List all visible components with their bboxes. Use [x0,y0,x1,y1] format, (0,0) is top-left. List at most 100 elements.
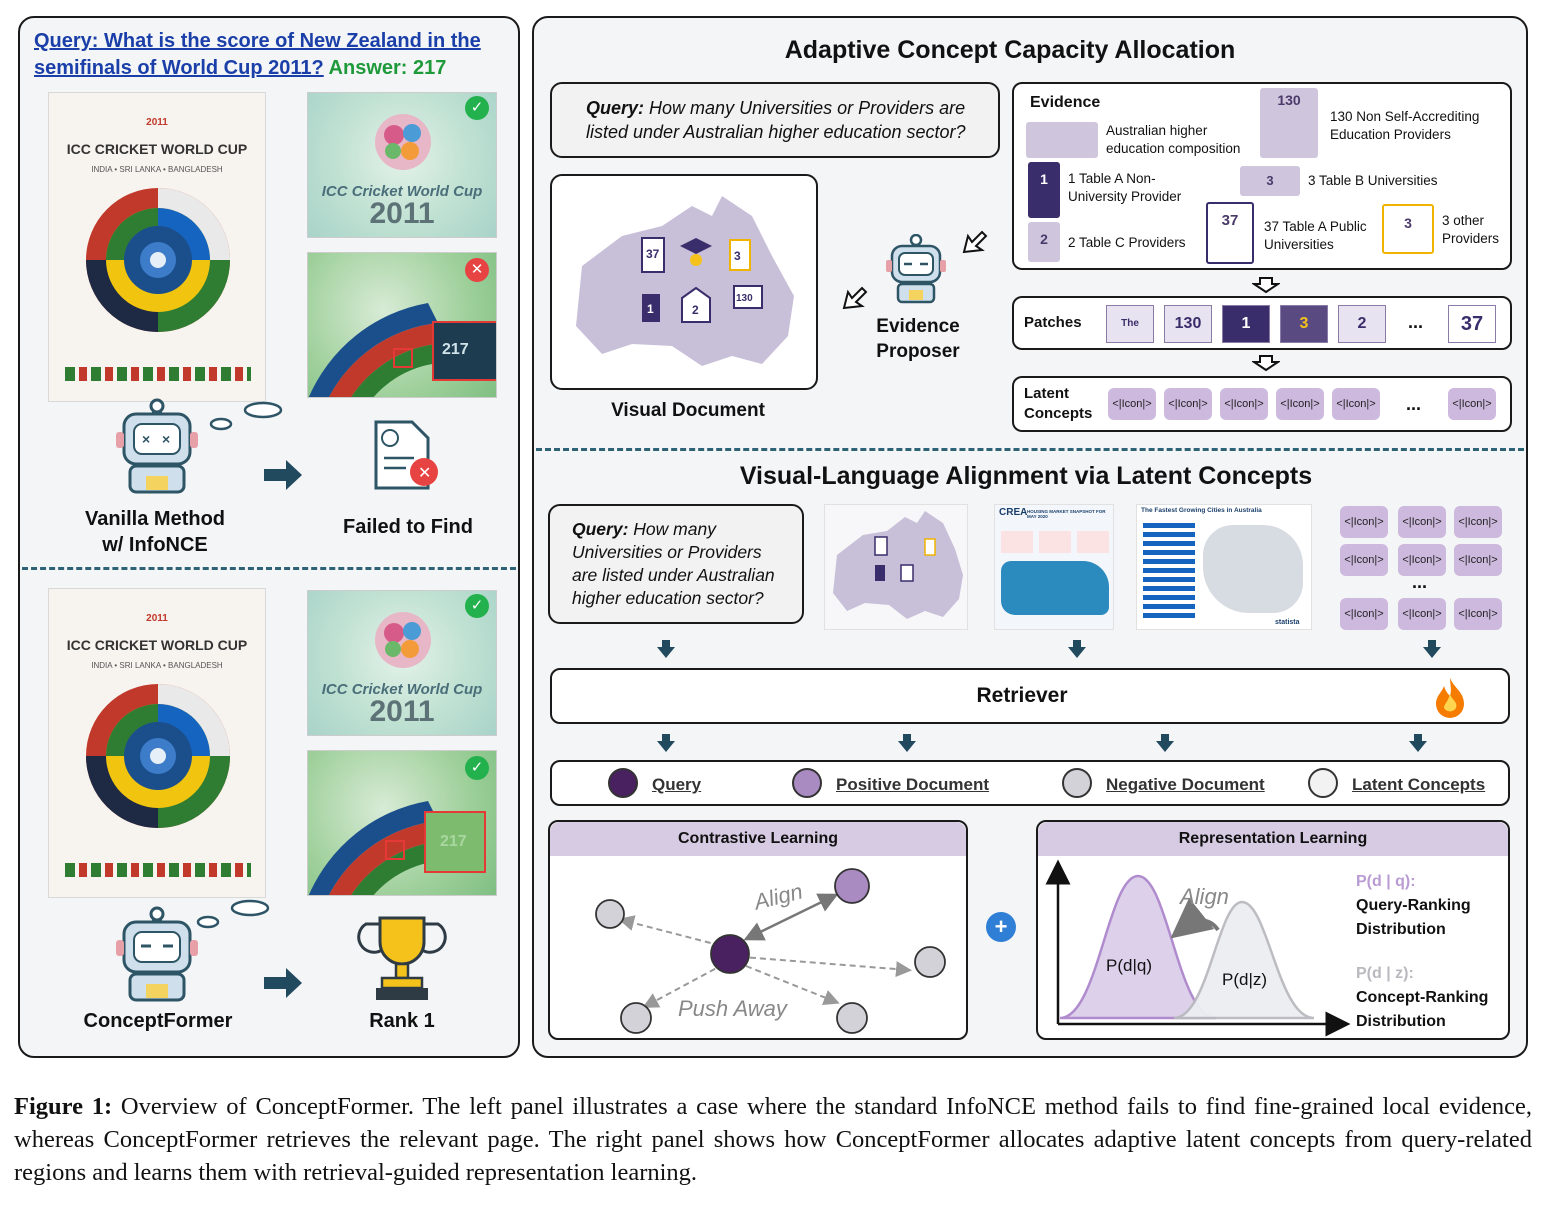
arrow-stem-7 [1414,734,1422,742]
arrow-down-icon-4 [657,741,675,752]
poster-bottom: 2011 ICC CRICKET WORLD CUP INDIA • SRI L… [48,588,266,898]
svg-text:37: 37 [646,247,660,261]
poster-wheel-2 [86,684,230,828]
statista-map [1203,525,1303,613]
pdq-legend-line1: Query-Ranking [1356,897,1471,914]
pdz-legend-line1: Concept-Ranking [1356,989,1489,1006]
figure-caption-text: Overview of ConceptFormer. The left pane… [14,1093,1532,1186]
crop-logo-title-2: ICC Cricket World Cup [321,681,483,698]
crop-logo-top: ICC Cricket World Cup 2011 [307,92,497,238]
arrow-down-icon-3 [1423,647,1441,658]
statista-brand: statista [1275,619,1300,626]
grid-token-4: <|Icon|> [1340,544,1388,576]
crop-zoom-top: 217 [307,252,497,398]
pdz-legend: P(d | z): Concept-Ranking Distribution [1356,962,1488,1034]
cross-icon: ✕ [465,258,489,282]
push-away-label: Push Away [678,996,787,1021]
crea-map [1001,561,1109,615]
grid-token-8: <|Icon|> [1398,598,1446,630]
pdq-legend-head: P(d | q): [1356,873,1416,890]
cricket-logo-icon-2 [375,612,431,668]
evidence-item-3: 1 Table A Non-University Provider [1068,171,1182,204]
cricket-logo-icon [375,114,431,170]
evidence-proposer-line2: Proposer [876,341,960,362]
rep-align-label: Align [1180,884,1229,909]
left-query-text: Query: What is the score of New Zealand … [34,30,481,79]
contrastive-box: Contrastive Learning Align Push Away [548,820,968,1040]
representation-title: Representation Learning [1038,822,1508,856]
doc-thumb-positive [824,504,968,630]
right-divider [536,448,1524,451]
vanilla-label-line1: Vanilla Method [84,508,226,530]
left-answer: Answer: 217 [328,57,447,79]
arrow-right-icon-2 [264,968,302,998]
bottom-query-box: Query: How many Universities or Provider… [548,504,804,624]
statista-title: The Fastest Growing Cities in Australia [1141,507,1262,514]
thought-bubble-icon-2 [196,899,270,929]
crea-stat-row [1001,531,1109,553]
arrow-stem-3 [1428,640,1436,648]
retriever-label: Retriever [976,684,1068,707]
svg-text:1: 1 [647,302,654,316]
patch-1: The Austr [1106,305,1154,343]
svg-text:3: 3 [734,249,741,263]
grid-token-9: <|Icon|> [1454,598,1502,630]
retriever-box: Retriever [550,668,1510,724]
legend-query-label: Query [652,775,702,794]
crea-brand: CREA [999,507,1028,518]
top-query-text: How many Universities or Providers are l… [586,98,966,142]
evidence-proposer-label: Evidence Proposer [856,314,980,364]
flame-icon [1436,678,1464,718]
evidence-item-2: 130 Non Self-Accrediting Education Provi… [1330,109,1480,142]
legend-latent-label: Latent Concepts [1352,775,1486,794]
crop-logo-bottom: ICC Cricket World Cup 2011 [307,590,497,736]
grid-token-2: <|Icon|> [1398,506,1446,538]
poster-title: ICC CRICKET WORLD CUP [66,141,248,157]
pdq-legend: P(d | q): Query-Ranking Distribution [1356,870,1471,942]
document-failed-icon: ✕ [374,420,438,490]
patch-3: 1 [1222,305,1270,343]
outline-arrow-icon [842,286,868,310]
evidence-item-5: 2 Table C Providers [1068,235,1186,250]
check-icon: ✓ [465,96,489,120]
vanilla-label-line2: w/ InfoNCE [102,534,208,556]
poster-title-2: ICC CRICKET WORLD CUP [66,637,248,653]
patch-4: 3 [1280,305,1328,343]
thumb-australia-map [833,511,963,619]
latent-label-line1: Latent [1024,385,1069,402]
patch-5: 2 [1338,305,1386,343]
crea-title: HOUSING MARKET SNAPSHOT FOR MAY 2020 [1027,509,1106,519]
svg-text:2: 2 [692,303,699,317]
legend-latent-dot [1308,768,1338,798]
grid-token-6: <|Icon|> [1454,544,1502,576]
vanilla-label: Vanilla Method w/ InfoNCE [60,506,250,558]
latent-label: Latent Concepts [1024,384,1092,424]
evidence-chip-37: 37 [1206,202,1254,264]
legend-negative-dot [1062,768,1092,798]
trophy-icon [357,916,447,1000]
plus-icon: + [986,912,1016,942]
arrow-down-icon-2 [1068,647,1086,658]
svg-text:✕: ✕ [418,465,431,482]
evidence-chip-composition [1026,122,1098,158]
latent-ellipsis: ... [1406,394,1422,414]
doc-thumb-crea: CREA HOUSING MARKET SNAPSHOT FOR MAY 202… [994,504,1114,630]
thought-bubble-icon [209,401,283,431]
patches-box: Patches The Austr 130 1 3 2 ... 37 [1012,296,1512,350]
evidence-item-4: 3 Table B Universities [1308,173,1438,188]
pdq-legend-line2: Distribution [1356,921,1446,938]
zoom-box-2: 217 [424,811,486,873]
robot-happy-icon [116,906,198,1002]
evidence-chip-2: 2 [1028,222,1060,262]
evidence-title: Evidence [1030,94,1101,111]
poster-wheel [86,188,230,332]
latent-concepts-box: Latent Concepts <|Icon|> <|Icon|> <|Icon… [1012,376,1512,432]
australia-map: 37 3 1 2 130 [576,196,794,366]
pdz-curve-label: P(d|z) [1222,970,1268,989]
evidence-proposer-robot-icon [886,234,946,304]
legend-positive-label: Positive Document [836,775,990,794]
arrow-stem-6 [1161,734,1169,742]
hollow-down-arrow-icon-2 [1252,355,1280,372]
rank-label: Rank 1 [369,1010,435,1032]
hollow-down-arrow-icon [1252,277,1280,294]
